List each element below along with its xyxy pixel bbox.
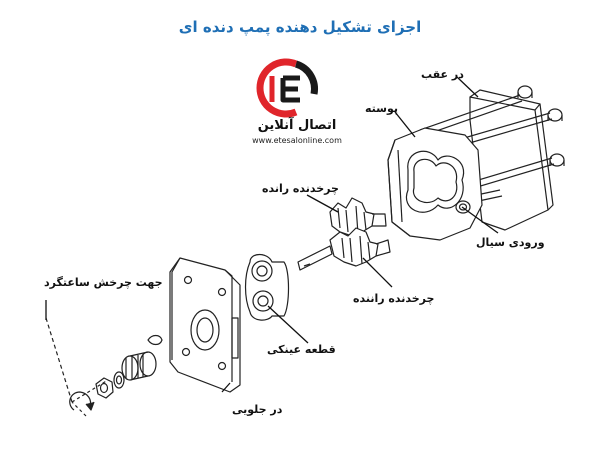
label-front-cover: در جلویی <box>232 403 283 416</box>
rear-bolt-low <box>549 153 565 167</box>
bearing-block-part <box>244 253 290 321</box>
brand-logo-icon <box>256 58 318 118</box>
diagram-title: اجزای تشکیل دهنده پمپ دنده ای <box>178 18 422 36</box>
brand-url: www.etesalonline.com <box>252 136 342 145</box>
rotation-arrow-icon <box>69 391 95 411</box>
label-body: پوسته <box>365 102 399 115</box>
shaft-sleeve-part <box>121 351 157 381</box>
label-rotation-direction: جهت چرخش ساعتگرد <box>44 276 163 289</box>
brand-name: اتصال آنلاین <box>257 118 337 133</box>
drive-gear-part <box>297 227 391 271</box>
pump-body-part <box>387 127 483 241</box>
washer-part <box>113 371 125 389</box>
label-fluid-inlet: ورودی سیال <box>476 236 545 249</box>
seal-part <box>147 334 163 346</box>
label-drive-gear: چرخدنده راننده <box>353 292 435 305</box>
leader-lines <box>45 76 499 393</box>
rear-bolt-top <box>517 85 533 99</box>
label-driven-gear: چرخدنده رانده <box>262 182 339 195</box>
nut-part <box>95 377 114 399</box>
front-cover-part <box>169 257 241 393</box>
label-bearing-block: قطعه عینکی <box>267 343 336 356</box>
label-rear-cover: در عقب <box>421 68 464 81</box>
